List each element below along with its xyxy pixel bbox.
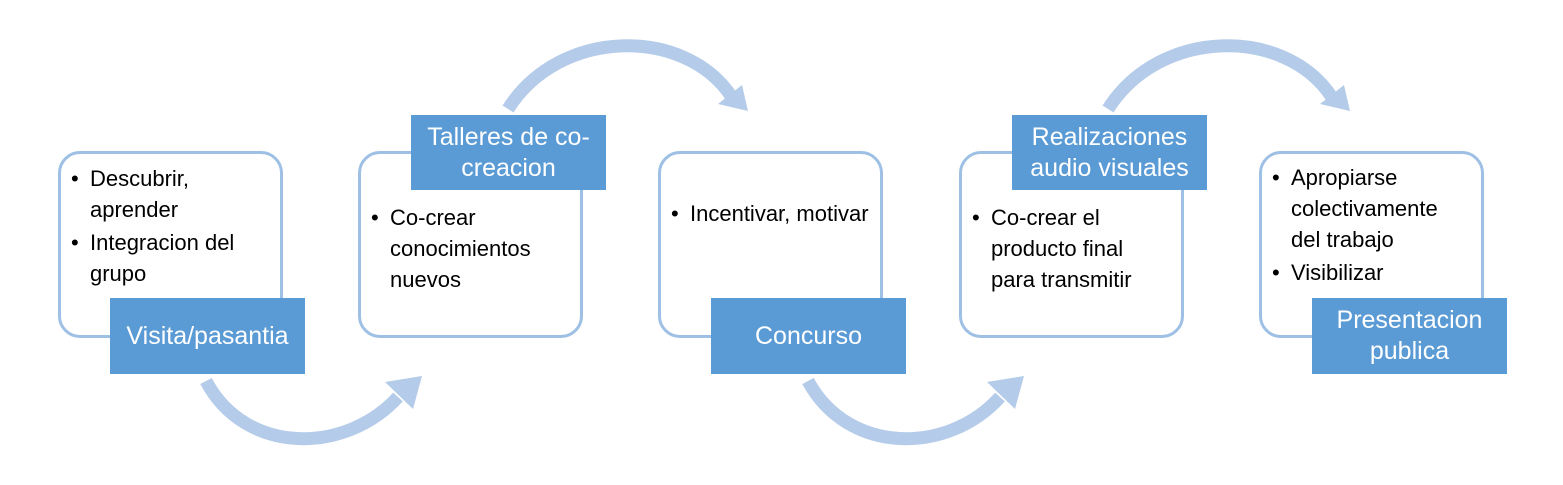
- arrow-stage2-to-stage3: [502, 39, 737, 113]
- stage-1-bullets: Descubrir, aprender Integracion del grup…: [71, 163, 272, 291]
- stage-5-bullets: Apropiarse colectivamente del trabajo Vi…: [1272, 162, 1473, 290]
- arrowhead-2: [718, 85, 748, 111]
- stage-3-label: Concurso: [711, 298, 906, 374]
- arrowhead-4: [1320, 85, 1350, 111]
- stage-2-bullet-1: Co-crear conocimientos nuevos: [371, 202, 572, 295]
- arrow-stage1-to-stage2: [200, 377, 403, 446]
- stage-2-bullets: Co-crear conocimientos nuevos: [371, 202, 572, 297]
- stage-5-bullet-2: Visibilizar: [1272, 257, 1473, 288]
- stage-1-bullet-2: Integracion del grupo: [71, 227, 272, 289]
- stage-3-bullets: Incentivar, motivar: [671, 198, 872, 231]
- arrowhead-3: [987, 376, 1024, 409]
- stage-5-card: Apropiarse colectivamente del trabajo Vi…: [1259, 151, 1484, 338]
- arrow-stage4-to-stage5: [1102, 39, 1337, 113]
- arrow-stage3-to-stage4: [802, 377, 1005, 446]
- stage-4-bullets: Co-crear el producto final para transmit…: [972, 202, 1173, 297]
- stage-5-label: Presentacion publica: [1312, 298, 1507, 374]
- stage-5-bullet-1: Apropiarse colectivamente del trabajo: [1272, 162, 1473, 255]
- stage-1-bullet-1: Descubrir, aprender: [71, 163, 272, 225]
- stage-4-label: Realizaciones audio visuales: [1012, 115, 1207, 190]
- stage-1-label: Visita/pasantia: [110, 298, 305, 374]
- arrowhead-1: [385, 376, 422, 409]
- stage-3-bullet-1: Incentivar, motivar: [671, 198, 872, 229]
- stage-2-label: Talleres de co-creacion: [411, 115, 606, 190]
- stage-4-bullet-1: Co-crear el producto final para transmit…: [972, 202, 1173, 295]
